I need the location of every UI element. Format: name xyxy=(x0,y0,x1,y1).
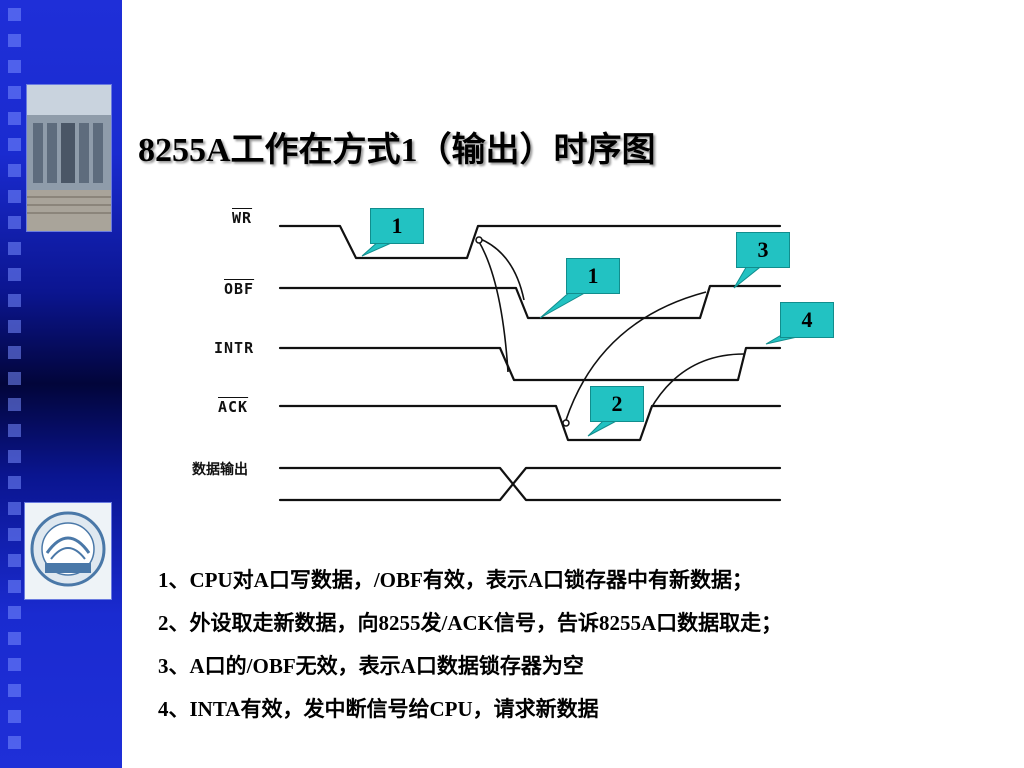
signal-label-intr: INTR xyxy=(214,339,255,357)
callout-1-wr: 1 xyxy=(370,208,424,244)
ack-origin-dot xyxy=(562,419,570,427)
data-out-upper xyxy=(278,466,782,502)
signal-label-data-out: 数据输出 xyxy=(192,462,248,478)
callout-pointer-1b xyxy=(539,289,592,319)
ack-waveform xyxy=(278,404,782,442)
signal-label-obf: OBF xyxy=(224,280,255,298)
callout-1-obf: 1 xyxy=(566,258,620,294)
signal-label-ack: ACK xyxy=(218,398,249,416)
note-item-4: 4、INTA有效，发中断信号给CPU，请求新数据 xyxy=(158,697,599,721)
arrow-ack-to-intr xyxy=(649,353,745,411)
note-item-1: 1、CPU对A口写数据，/OBF有效，表示A口锁存器中有新数据； xyxy=(158,568,753,592)
signal-label-wr: WR xyxy=(232,209,253,227)
university-emblem xyxy=(24,502,112,600)
obf-waveform xyxy=(278,284,782,320)
callout-4: 4 xyxy=(780,302,834,338)
data-out-lower xyxy=(278,466,782,502)
sidebar-tiles xyxy=(8,0,22,768)
note-item-3: 3、A口的/OBF无效，表示A口数据锁存器为空 xyxy=(158,654,584,678)
notes-list: 1、CPU对A口写数据，/OBF有效，表示A口锁存器中有新数据； 2、外设取走新… xyxy=(158,560,782,732)
callout-2: 2 xyxy=(590,386,644,422)
wr-waveform xyxy=(278,224,782,260)
arrow-wr-to-obf xyxy=(477,237,525,301)
wr-origin-dot xyxy=(475,236,483,244)
building-photo xyxy=(26,84,112,232)
page-title: 8255A工作在方式1（输出）时序图 xyxy=(138,132,656,169)
arrow-ack-to-obf xyxy=(565,291,707,421)
intr-waveform xyxy=(278,346,782,382)
note-item-2: 2、外设取走新数据，向8255发/ACK信号，告诉8255A口数据取走； xyxy=(158,611,783,635)
arrow-wr-to-intr xyxy=(477,239,509,373)
callout-3: 3 xyxy=(736,232,790,268)
